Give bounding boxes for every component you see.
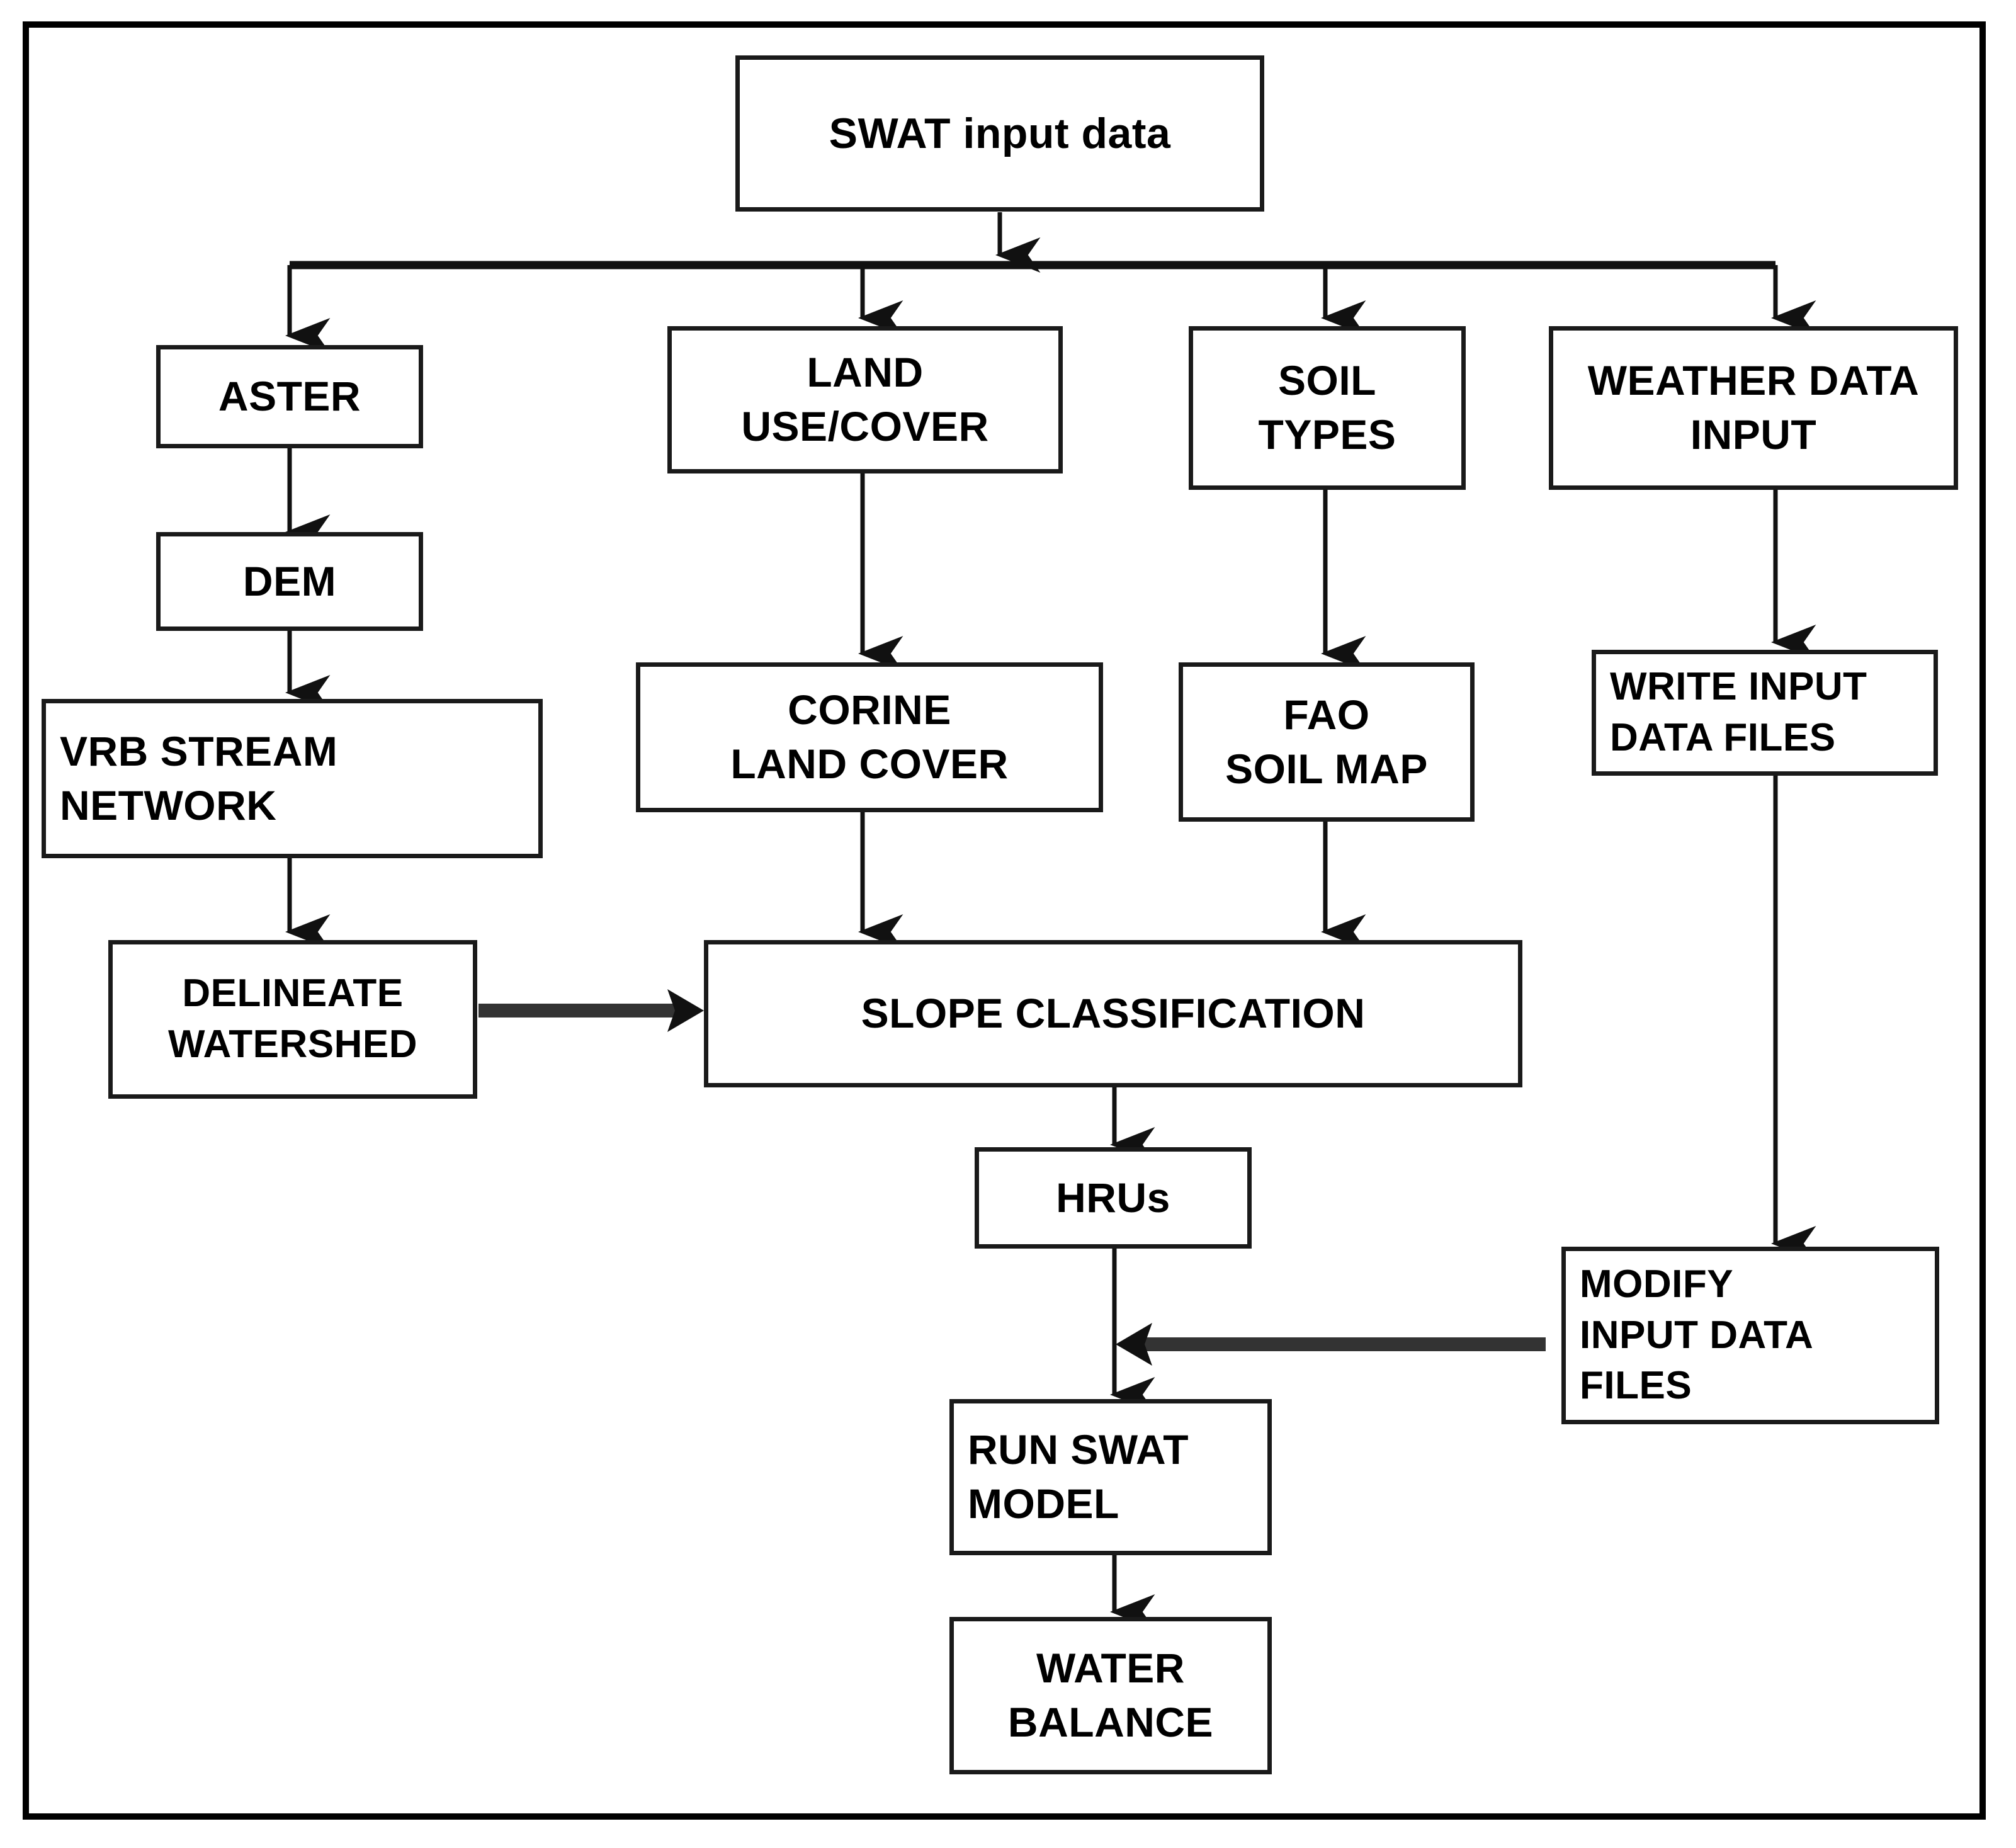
node-delineate-watershed[interactable]: DELINEATE WATERSHED [108, 940, 477, 1099]
node-slope-classification[interactable]: SLOPE CLASSIFICATION [704, 940, 1522, 1087]
node-label-line3: FILES [1580, 1364, 1692, 1408]
node-label-line2: NETWORK [60, 781, 277, 829]
node-water-balance[interactable]: WATER BALANCE [949, 1617, 1272, 1774]
node-label-line1: VRB STREAM [60, 727, 338, 774]
node-label-line2: WATERSHED [167, 1023, 418, 1066]
node-label-line1: RUN SWAT [968, 1426, 1189, 1473]
node-run-swat-model[interactable]: RUN SWAT MODEL [949, 1399, 1272, 1555]
node-label-line1: CORINE [788, 686, 951, 734]
node-label-line2: LAND COVER [730, 740, 1009, 787]
node-write-input-data-files[interactable]: WRITE INPUT DATA FILES [1592, 650, 1938, 776]
node-label-line2: TYPES [1258, 411, 1396, 458]
node-label-line1: LAND [807, 349, 924, 396]
node-modify-input-data-files[interactable]: MODIFY INPUT DATA FILES [1561, 1247, 1939, 1424]
node-weather-data-input[interactable]: WEATHER DATA INPUT [1549, 326, 1958, 490]
node-fao-soil-map[interactable]: FAO SOIL MAP [1179, 662, 1475, 822]
node-label: DEM [242, 557, 337, 604]
node-aster[interactable]: ASTER [156, 345, 423, 448]
node-vrb-stream-network[interactable]: VRB STREAM NETWORK [42, 699, 543, 858]
node-land-use-cover[interactable]: LAND USE/COVER [667, 326, 1063, 473]
node-label-line2: SOIL MAP [1225, 745, 1428, 792]
node-label-line2: USE/COVER [741, 403, 989, 450]
node-label-line1: SOIL [1277, 357, 1376, 404]
node-label-line1: FAO [1283, 691, 1370, 738]
node-label-line1: WEATHER DATA [1587, 357, 1920, 404]
node-label-line1: WATER [1036, 1645, 1185, 1692]
node-label-line2: DATA FILES [1610, 716, 1836, 759]
node-label-line1: WRITE INPUT [1610, 665, 1867, 709]
node-label-line2: MODEL [968, 1480, 1119, 1527]
node-corine-land-cover[interactable]: CORINE LAND COVER [636, 662, 1103, 812]
node-soil-types[interactable]: SOIL TYPES [1189, 326, 1466, 490]
node-label-line2: INPUT [1690, 411, 1817, 458]
node-dem[interactable]: DEM [156, 532, 423, 631]
node-swat-input-data[interactable]: SWAT input data [735, 55, 1264, 212]
node-label: ASTER [218, 373, 361, 420]
node-label-line1: DELINEATE [182, 972, 404, 1016]
node-label: SLOPE CLASSIFICATION [861, 990, 1366, 1037]
node-label-line1: MODIFY [1580, 1262, 1734, 1307]
node-label-line2: BALANCE [1007, 1699, 1214, 1745]
node-hrus[interactable]: HRUs [975, 1147, 1252, 1249]
node-label-line2: INPUT DATA [1580, 1313, 1814, 1357]
node-label: HRUs [1056, 1174, 1170, 1221]
node-label: SWAT input data [829, 109, 1171, 157]
